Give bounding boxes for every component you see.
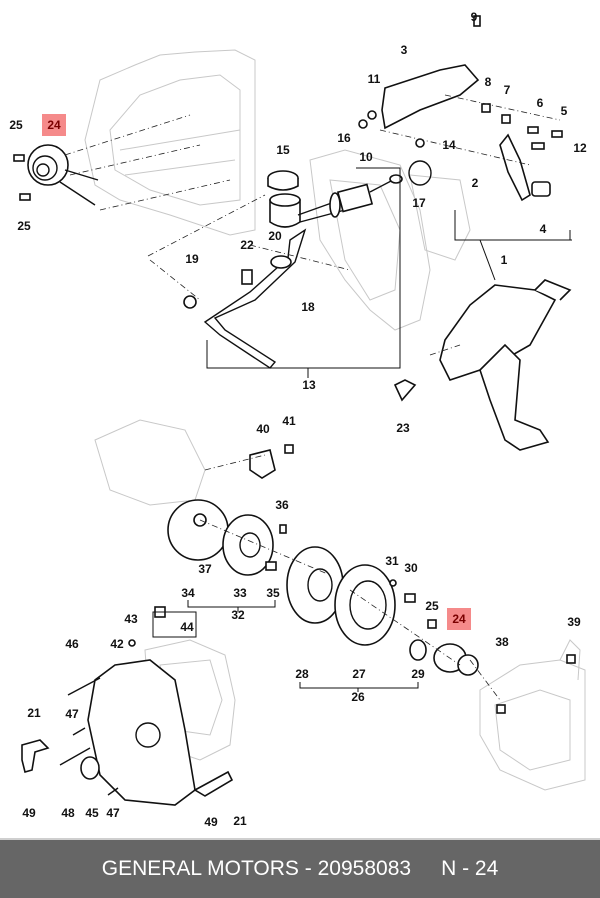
callout-48: 48 bbox=[61, 806, 75, 820]
highlighted-callout-24-lower[interactable]: 24 bbox=[447, 608, 471, 630]
callout-42: 42 bbox=[110, 637, 124, 651]
callout-15: 15 bbox=[276, 143, 290, 157]
callout-40: 40 bbox=[256, 422, 270, 436]
exploded-parts-diagram bbox=[13, 15, 586, 806]
callout-49-right: 49 bbox=[204, 815, 218, 829]
gearbox-ghost bbox=[479, 639, 586, 791]
callout-14: 14 bbox=[442, 138, 456, 152]
callout-13: 13 bbox=[302, 378, 316, 392]
callout-6: 6 bbox=[536, 96, 544, 110]
callout-1: 1 bbox=[500, 253, 508, 267]
callout-2: 2 bbox=[471, 176, 479, 190]
callout-10: 10 bbox=[359, 150, 373, 164]
callout-29: 29 bbox=[411, 667, 425, 681]
callout-47-lower: 47 bbox=[106, 806, 120, 820]
highlighted-callout-24-top[interactable]: 24 bbox=[42, 114, 66, 136]
reference-number: N - 24 bbox=[441, 857, 499, 880]
callout-23: 23 bbox=[396, 421, 410, 435]
callout-17: 17 bbox=[412, 196, 426, 210]
vehicle-body-ghost bbox=[309, 149, 471, 331]
callout-18: 18 bbox=[301, 300, 315, 314]
callout-26: 26 bbox=[351, 690, 365, 704]
callout-21-right: 21 bbox=[233, 814, 247, 828]
callout-7: 7 bbox=[503, 83, 511, 97]
part-number: 20958083 bbox=[317, 857, 412, 880]
callout-20: 20 bbox=[268, 229, 282, 243]
callout-41: 41 bbox=[282, 414, 296, 428]
separator: - bbox=[304, 857, 312, 880]
callout-49-left: 49 bbox=[22, 806, 36, 820]
callout-25-lower: 25 bbox=[425, 599, 439, 613]
callout-25-top: 25 bbox=[9, 118, 23, 132]
brand-name: GENERAL MOTORS bbox=[101, 857, 299, 880]
callout-47-upper: 47 bbox=[65, 707, 79, 721]
callout-36: 36 bbox=[275, 498, 289, 512]
callout-16: 16 bbox=[337, 131, 351, 145]
callout-30: 30 bbox=[404, 561, 418, 575]
callout-44: 44 bbox=[180, 620, 194, 634]
master-cylinder-assembly bbox=[183, 170, 403, 369]
pedal-bracket-assembly bbox=[358, 15, 563, 202]
callout-43: 43 bbox=[124, 612, 138, 626]
callout-11: 11 bbox=[367, 72, 381, 86]
callout-5: 5 bbox=[560, 104, 568, 118]
flywheel-components bbox=[167, 444, 576, 714]
callout-34: 34 bbox=[181, 586, 195, 600]
footer-banner: GENERAL MOTORS - 20958083 N - 24 bbox=[0, 838, 600, 898]
callout-21-left: 21 bbox=[27, 706, 41, 720]
clutch-pedal-box bbox=[393, 279, 572, 451]
callout-32: 32 bbox=[231, 608, 245, 622]
callout-28: 28 bbox=[295, 667, 309, 681]
callout-33: 33 bbox=[233, 586, 247, 600]
callout-8: 8 bbox=[484, 75, 492, 89]
callout-22: 22 bbox=[240, 238, 254, 252]
callout-35: 35 bbox=[266, 586, 280, 600]
callout-38: 38 bbox=[495, 635, 509, 649]
engine-adapter-plate bbox=[21, 606, 234, 806]
callout-12: 12 bbox=[573, 141, 587, 155]
callout-4: 4 bbox=[539, 222, 547, 236]
callout-9: 9 bbox=[470, 10, 478, 24]
callout-45: 45 bbox=[85, 806, 99, 820]
callout-46: 46 bbox=[65, 637, 79, 651]
transmission-housing-ghost bbox=[84, 49, 256, 236]
callout-37: 37 bbox=[198, 562, 212, 576]
callout-19: 19 bbox=[185, 252, 199, 266]
slave-cylinder-top bbox=[13, 144, 99, 206]
callout-3: 3 bbox=[400, 43, 408, 57]
callout-27: 27 bbox=[352, 667, 366, 681]
callout-25-left: 25 bbox=[17, 219, 31, 233]
callout-31: 31 bbox=[385, 554, 399, 568]
callout-39: 39 bbox=[567, 615, 581, 629]
